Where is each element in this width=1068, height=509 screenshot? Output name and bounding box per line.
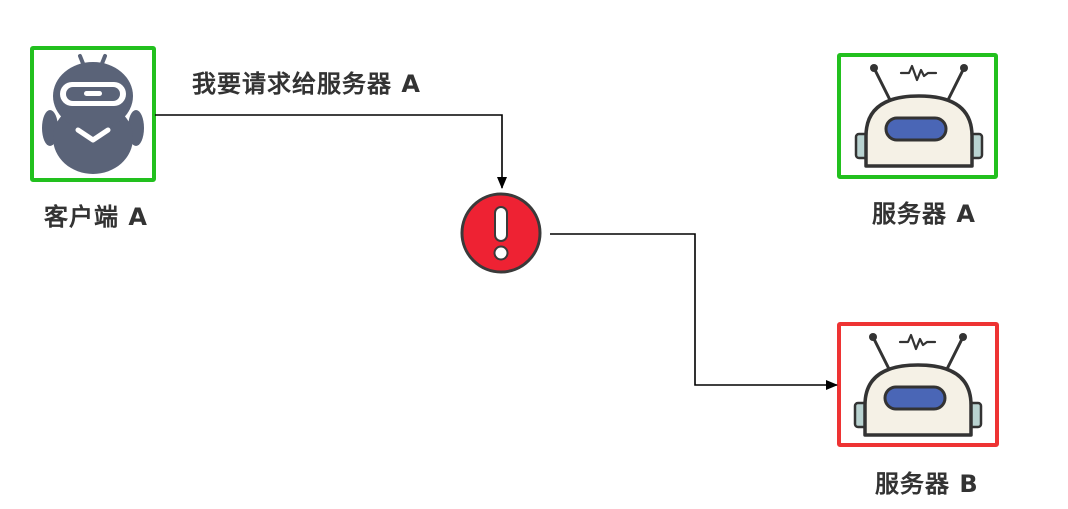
server-a-frame <box>837 53 998 179</box>
exclamation-icon <box>460 192 542 274</box>
server-b-label: 服务器 B <box>875 470 979 498</box>
server-b-node <box>837 322 999 447</box>
server-b-frame <box>837 322 999 447</box>
client-label: 客户端 A <box>44 203 148 231</box>
server-a-label: 服务器 A <box>872 200 976 228</box>
server-a-node <box>837 53 998 179</box>
server-a-robot-icon <box>854 64 984 168</box>
error-node <box>460 192 542 274</box>
server-b-robot-icon <box>853 333 983 437</box>
client-robot-icon <box>42 54 144 174</box>
request-edge <box>155 114 507 189</box>
request-edge-label: 我要请求给服务器 A <box>192 70 421 98</box>
client-node <box>30 46 156 182</box>
client-frame <box>30 46 156 182</box>
misroute-edge <box>550 233 838 390</box>
